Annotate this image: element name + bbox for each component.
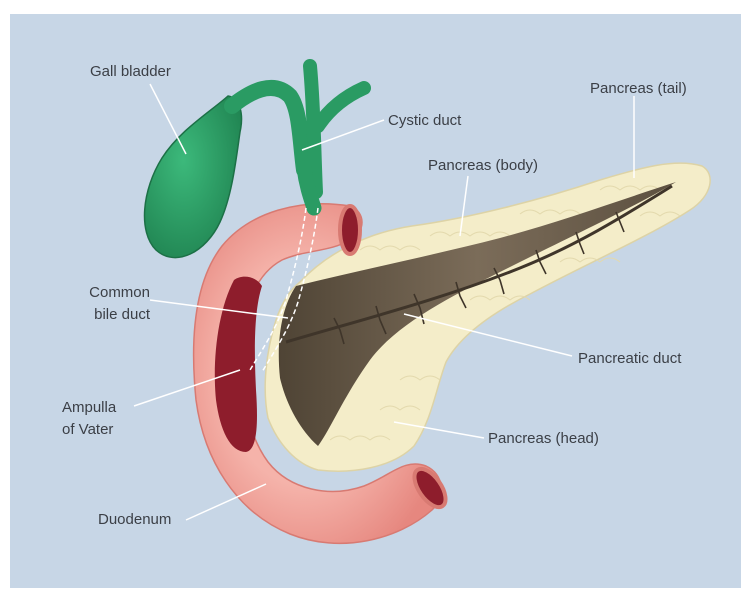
label-pancreas-head: Pancreas (head)	[488, 429, 599, 448]
hepatic-duct-right	[318, 88, 364, 126]
label-common-bile-duct-line2: bile duct	[70, 305, 150, 324]
leader-gall-bladder	[150, 84, 186, 154]
label-pancreas-tail: Pancreas (tail)	[590, 79, 687, 98]
label-gall-bladder: Gall bladder	[90, 62, 171, 81]
cystic-duct	[232, 88, 304, 170]
duodenum-upper-opening	[340, 206, 360, 254]
label-pancreatic-duct: Pancreatic duct	[578, 349, 681, 368]
gall-bladder	[145, 96, 242, 258]
common-hepatic-duct	[304, 168, 314, 208]
label-common-bile-duct-line1: Common	[78, 283, 150, 302]
label-pancreas-body: Pancreas (body)	[428, 156, 538, 175]
label-duodenum: Duodenum	[98, 510, 171, 529]
label-cystic-duct: Cystic duct	[388, 111, 461, 130]
label-ampulla-line2: of Vater	[62, 420, 113, 439]
label-ampulla-line1: Ampulla	[62, 398, 116, 417]
